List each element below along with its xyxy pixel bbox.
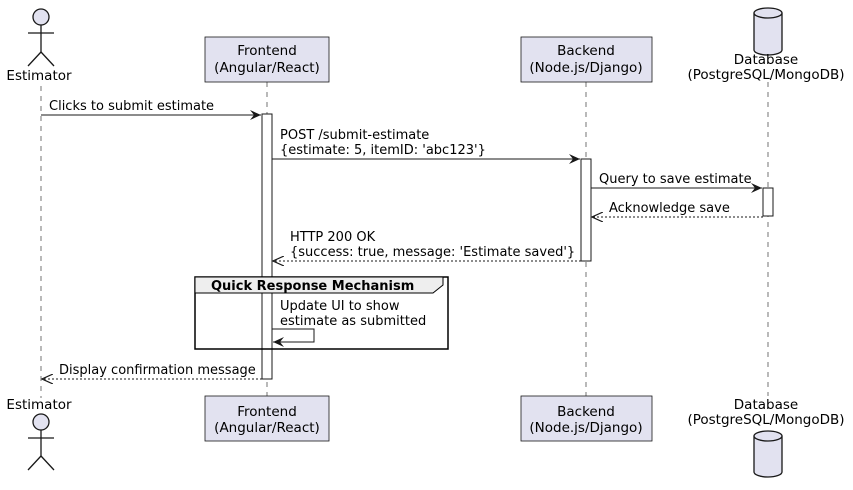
participant-frontend-top: Frontend (Angular/React)	[204, 36, 330, 83]
participant-label: (Node.js/Django)	[529, 60, 642, 76]
message-http-ok: HTTP 200 OK {success: true, message: 'Es…	[273, 230, 581, 261]
participant-frontend-bottom: Frontend (Angular/React)	[204, 395, 330, 442]
participant-estimator-bottom: Estimator	[6, 397, 72, 471]
participant-label: Database	[734, 397, 798, 413]
actor-icon	[27, 8, 55, 67]
group-title: Quick Response Mechanism	[211, 279, 414, 294]
participant-label: Estimator	[6, 68, 72, 84]
participant-label: (Angular/React)	[214, 420, 320, 436]
participant-box	[520, 36, 653, 83]
message-label: {estimate: 5, itemID: 'abc123'}	[280, 143, 486, 158]
participant-box	[204, 395, 330, 442]
participant-box	[520, 395, 653, 442]
message-label: Update UI to show	[280, 299, 400, 314]
database-icon	[753, 430, 783, 478]
message-post-submit: POST /submit-estimate {estimate: 5, item…	[272, 128, 580, 164]
participant-label: (PostgreSQL/MongoDB)	[687, 412, 844, 428]
message-label: Clicks to submit estimate	[49, 99, 214, 114]
participant-database-bottom: Database (PostgreSQL/MongoDB)	[687, 397, 845, 478]
participant-label: Estimator	[6, 397, 72, 413]
group-quick-response: Quick Response Mechanism	[194, 276, 449, 350]
participant-label: Backend	[557, 43, 615, 59]
participant-label: Database	[734, 52, 798, 68]
message-acknowledge: Acknowledge save	[592, 201, 763, 217]
participant-label: Frontend	[237, 404, 297, 420]
message-display-confirmation: Display confirmation message	[42, 363, 262, 379]
participant-label: (Angular/React)	[214, 60, 320, 76]
participant-label: Backend	[557, 404, 615, 420]
activation-backend	[580, 158, 592, 262]
participant-label: (Node.js/Django)	[529, 420, 642, 436]
participant-estimator-top: Estimator	[6, 8, 72, 84]
message-label: Display confirmation message	[59, 363, 256, 378]
participant-backend-bottom: Backend (Node.js/Django)	[520, 395, 653, 442]
message-label: Query to save estimate	[599, 172, 752, 187]
participant-database-top: Database (PostgreSQL/MongoDB)	[687, 7, 845, 83]
message-label: POST /submit-estimate	[280, 128, 429, 143]
activation-database	[762, 187, 774, 217]
group-header-tab	[194, 276, 444, 294]
database-icon	[753, 7, 783, 56]
message-query-save: Query to save estimate	[591, 172, 762, 193]
message-submit-estimate: Clicks to submit estimate	[41, 99, 261, 120]
participant-backend-top: Backend (Node.js/Django)	[520, 36, 653, 83]
message-label: {success: true, message: 'Estimate saved…	[290, 245, 575, 260]
actor-icon	[27, 413, 55, 471]
message-arrow	[272, 328, 315, 347]
participant-box	[204, 36, 330, 83]
message-label: estimate as submitted	[280, 314, 426, 329]
participant-label: Frontend	[237, 43, 297, 59]
participant-label: (PostgreSQL/MongoDB)	[687, 67, 844, 83]
message-label: Acknowledge save	[609, 201, 730, 216]
message-label: HTTP 200 OK	[290, 230, 376, 245]
activation-frontend	[261, 113, 273, 380]
message-update-ui: Update UI to show estimate as submitted	[272, 299, 426, 347]
